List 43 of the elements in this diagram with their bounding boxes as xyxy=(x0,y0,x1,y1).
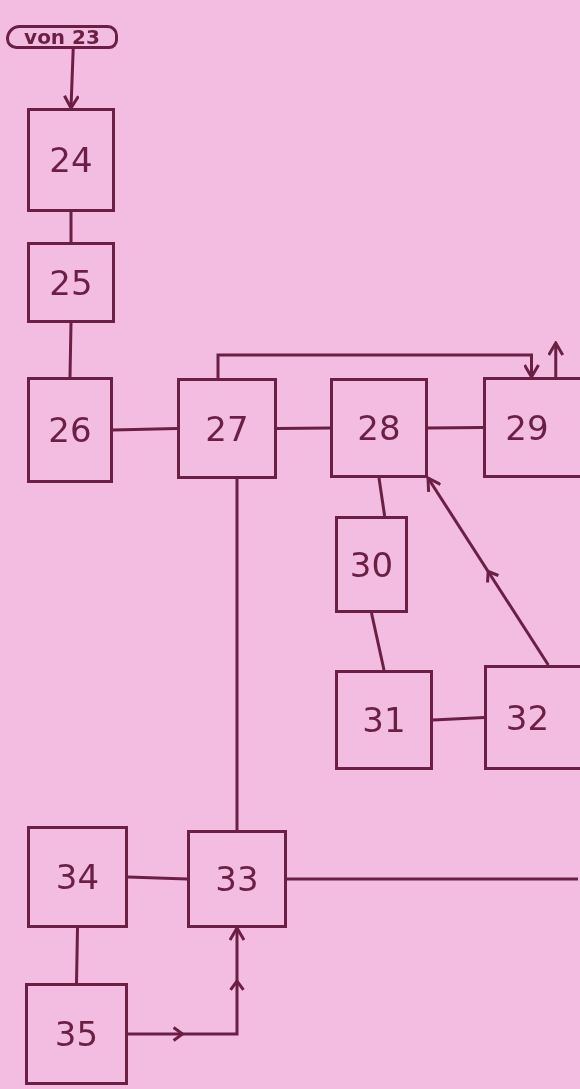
process-box xyxy=(484,665,580,770)
connector-line xyxy=(112,427,178,432)
process-box xyxy=(27,108,115,212)
process-box xyxy=(25,983,128,1085)
box-label: 30 xyxy=(349,544,394,585)
connector-line xyxy=(432,716,485,722)
arrow xyxy=(128,926,246,1042)
box-label: 27 xyxy=(205,408,249,449)
process-box xyxy=(27,826,128,928)
connector-line xyxy=(370,612,386,671)
box-label: 29 xyxy=(505,407,549,448)
connector-line xyxy=(69,212,73,242)
process-box xyxy=(330,378,428,478)
box-label: 26 xyxy=(48,410,92,450)
process-box xyxy=(187,830,287,928)
box-label: 24 xyxy=(49,140,93,180)
arrow xyxy=(216,353,540,379)
connector-line xyxy=(377,477,387,517)
box-label: 25 xyxy=(49,262,93,303)
box-label: 33 xyxy=(215,859,259,899)
connector-line xyxy=(75,927,79,984)
box-label: 34 xyxy=(55,857,100,897)
process-box xyxy=(27,377,113,483)
arrow xyxy=(547,341,565,377)
connector-line xyxy=(277,426,330,430)
box-label: 31 xyxy=(362,700,406,740)
box-label: 28 xyxy=(357,408,401,448)
box-label: von 23 xyxy=(24,25,100,49)
box-label: 32 xyxy=(505,697,550,738)
process-box xyxy=(27,242,115,323)
arrow xyxy=(62,48,80,110)
start-label-box xyxy=(6,25,118,49)
connector-line xyxy=(428,426,483,430)
process-box xyxy=(483,377,580,478)
connector-line xyxy=(287,877,578,881)
connector-line xyxy=(127,875,188,881)
process-box xyxy=(335,516,408,613)
process-box xyxy=(335,670,433,770)
box-label: 35 xyxy=(54,1014,99,1054)
connector-line xyxy=(68,322,73,378)
process-box xyxy=(177,378,277,479)
arrow xyxy=(426,476,550,666)
connector-line xyxy=(235,479,239,830)
